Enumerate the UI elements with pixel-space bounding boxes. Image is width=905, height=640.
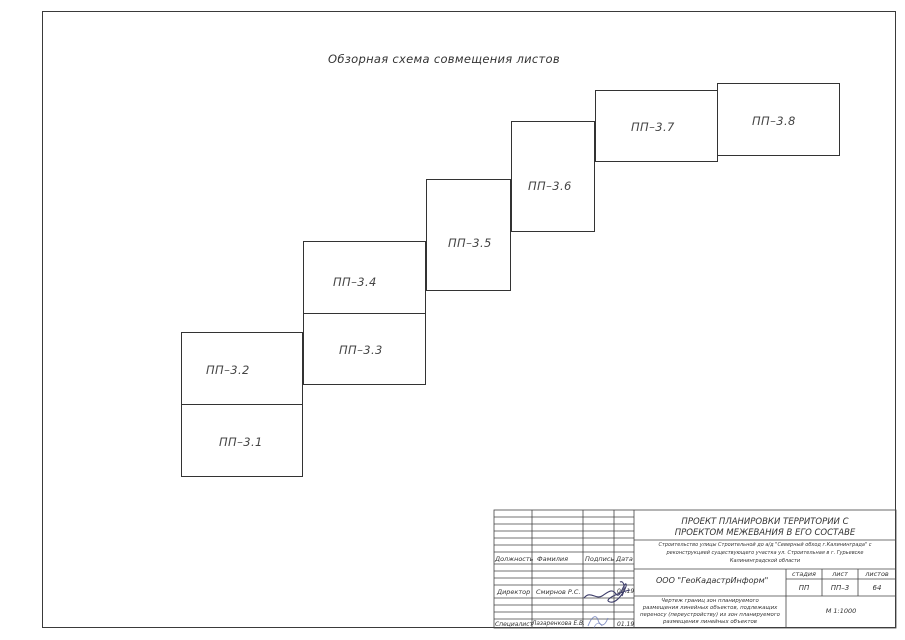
sheet-label: ПП–3.3	[339, 343, 383, 357]
sheets-total-header: листов	[865, 570, 889, 578]
sheet-label: ПП–3.6	[528, 179, 572, 193]
sheet-pp-3-7	[595, 90, 718, 162]
sheet-pp-3-4	[303, 241, 426, 314]
company-name: ООО "ГеоКадастрИнформ"	[656, 576, 769, 585]
construction-line1: Строительство улицы Строительной до а/д …	[658, 542, 872, 548]
col-signature-header: Подпись	[585, 555, 615, 563]
drawing-title-line2: размещения линейных объектов, подлежащих	[642, 605, 778, 611]
sheet-pp-3-8	[717, 83, 840, 156]
schema-title: Обзорная схема совмещения листов	[328, 52, 560, 66]
construction-line2: реконструкцией существующего участка ул.…	[666, 550, 864, 556]
drawing-frame	[42, 11, 896, 628]
sheet-label: ПП–3.2	[206, 363, 250, 377]
project-title-line2: ПРОЕКТОМ МЕЖЕВАНИЯ В ЕГО СОСТАВЕ	[674, 528, 856, 538]
sheet-pp-3-5	[426, 179, 511, 291]
row2-position: Специалист	[495, 621, 533, 628]
stage-value: ПП	[798, 584, 810, 592]
col-surname-header: Фамилия	[537, 555, 568, 563]
sheet-label: ПП–3.1	[219, 435, 263, 449]
director-signature	[583, 581, 631, 603]
row2-date: 01.19	[617, 621, 635, 628]
sheets-total-value: 64	[872, 584, 882, 592]
sheet-pp-3-6	[511, 121, 595, 232]
sheet-pp-3-2	[181, 332, 303, 405]
sheet-pp-3-3	[303, 313, 426, 385]
construction-line3: Калининградской области	[729, 558, 801, 564]
col-position-header: Должность	[495, 555, 534, 563]
specialist-signature	[587, 616, 609, 629]
sheet-label: ПП–3.8	[752, 114, 796, 128]
scale-value: М 1:1000	[825, 607, 857, 615]
drawing-title-line3: переносу (переустройству) из зон планиру…	[640, 612, 780, 618]
col-date-header: Дата	[616, 555, 633, 563]
sheet-value: ПП–3	[830, 584, 850, 592]
row2-name: Лазаренкова Е.В.	[532, 621, 585, 627]
drawing-title-line1: Чертеж границ зон планируемого	[661, 598, 759, 604]
sheet-label: ПП–3.7	[631, 120, 675, 134]
sheet-label: ПП–3.4	[333, 275, 377, 289]
stage-header: стадия	[792, 570, 816, 578]
drawing-title-line4: размещения линейных объектов	[663, 619, 757, 625]
row1-name: Смирнов Р.С.	[536, 588, 581, 596]
sheet-label: ПП–3.5	[448, 236, 492, 250]
sheet-header: лист	[832, 570, 848, 578]
project-title-line1: ПРОЕКТ ПЛАНИРОВКИ ТЕРРИТОРИИ С	[681, 517, 849, 527]
row1-position: Директор	[497, 588, 531, 596]
